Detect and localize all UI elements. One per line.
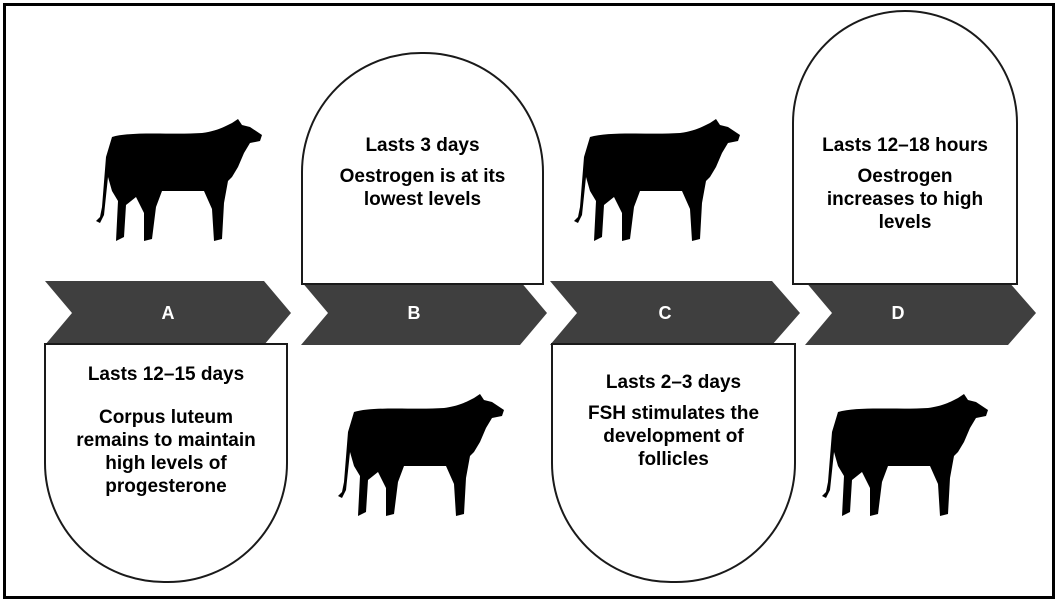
stage-a-letter: A (161, 303, 175, 323)
stage-c-letter: C (658, 303, 672, 323)
chevron-d-shape (805, 281, 1036, 345)
chevron-b-shape (301, 281, 547, 345)
cow-silhouette-icon (574, 119, 740, 241)
stage-a-info-box: Lasts 12–15 days Corpus luteum remains t… (44, 343, 288, 583)
stage-b-info-box: Lasts 3 days Oestrogen is at its lowest … (301, 52, 544, 285)
stage-d-duration: Lasts 12–18 hours (822, 135, 988, 156)
stage-c-info-box: Lasts 2–3 days FSH stimulates the develo… (551, 343, 796, 583)
stage-c-description: FSH stimulates the development of follic… (587, 403, 760, 470)
cow-silhouette-icon (822, 394, 988, 516)
stage-d-description: Oestrogen increases to high levels (826, 166, 984, 233)
chevron-c-shape (550, 281, 800, 345)
stage-b-letter: B (407, 303, 421, 323)
cow-silhouette-icon (96, 119, 262, 241)
cow-silhouette-icon (338, 394, 504, 516)
stage-b-duration: Lasts 3 days (365, 135, 480, 156)
stage-d-info-box: Lasts 12–18 hours Oestrogen increases to… (792, 10, 1018, 285)
stage-d-letter: D (891, 303, 905, 323)
stage-a-description: Corpus luteum remains to maintain high l… (76, 407, 256, 497)
stage-b-description: Oestrogen is at its lowest levels (339, 166, 506, 210)
chevron-a-shape (45, 281, 291, 345)
stage-c-duration: Lasts 2–3 days (605, 372, 742, 393)
stage-a-duration: Lasts 12–15 days (87, 364, 245, 385)
